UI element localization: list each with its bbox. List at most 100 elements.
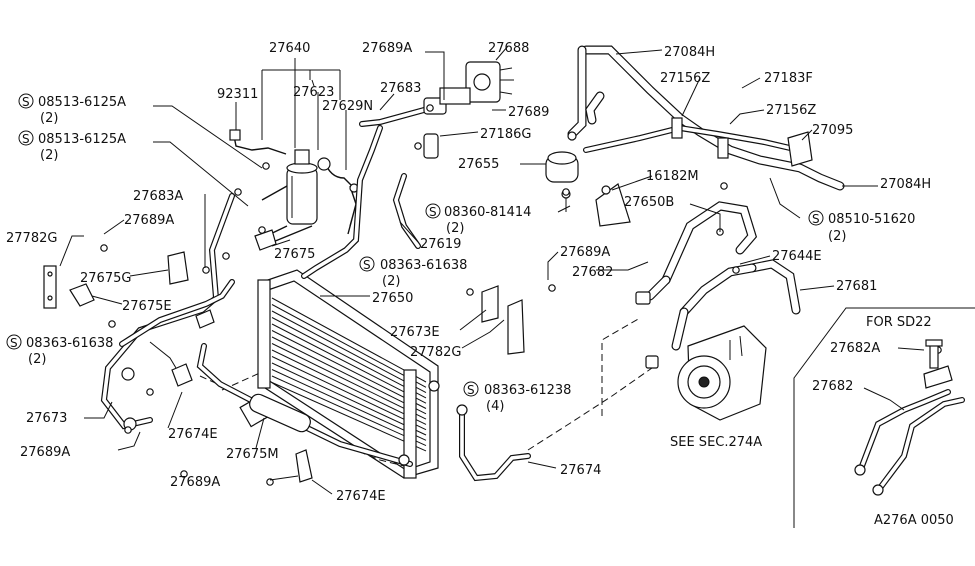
condenser-fin [271,330,427,409]
label-27674: 27674 [560,463,601,478]
screw-qty: (2) [28,352,46,367]
label-27156z-b: 27156Z [766,103,816,118]
screw-callout-1: S 08513-6125A (2) [18,93,126,126]
condenser-fin [271,343,427,420]
screw-code: 08513-6125A [38,95,126,110]
label-27186g: 27186G [480,127,531,142]
label-27782g-left: 27782G [6,231,57,246]
bolt-icon [108,320,116,328]
screw-symbol: S [812,212,820,226]
label-27689a-top: 27689A [362,41,412,56]
label-27644e: 27644E [772,249,822,264]
heater-hose [567,45,845,191]
bolt-icon [466,288,474,296]
condenser-fin [271,317,427,399]
bolts [100,104,942,486]
label-27640: 27640 [269,41,310,56]
bolt-icon [100,244,108,252]
label-27675g: 27675G [80,271,131,286]
condenser-fin [271,349,427,425]
label-27675: 27675 [274,247,315,262]
bolt-icon [548,284,556,292]
label-27095: 27095 [812,123,853,138]
discharge-tube [301,97,447,279]
part-labels: 27640 92311 27623 27629N 27689A 27688 27… [6,41,954,528]
label-27782g-mid: 27782G [410,345,461,360]
label-27682-inset: 27682 [812,379,853,394]
bolt-icon [562,188,570,196]
screw-callout-5: S 08363-61638 (2) [359,256,467,289]
label-27682a-inset: 27682A [830,341,880,356]
liquid-tube [100,193,235,431]
label-27674e-bot: 27674E [336,489,386,504]
screw-qty: (2) [40,111,58,126]
label-27623: 27623 [293,85,334,100]
label-27156z-a: 27156Z [660,71,710,86]
label-27084h-top: 27084H [664,45,715,60]
screw-callout-6: S 08363-61638 (2) [6,334,113,367]
inset-sd22 [793,307,975,528]
screw-symbol: S [467,383,475,397]
screw-callouts: S 08513-6125A (2) S 08513-6125A (2) S 08… [6,93,915,414]
bolt-icon [266,478,274,486]
screw-qty: (2) [446,221,464,236]
screw-code: 08363-61638 [380,258,467,273]
label-27689a-bot2: 27689A [170,475,220,490]
screw-qty: (2) [828,229,846,244]
suction-hose [635,201,801,369]
label-27673e: 27673E [390,325,440,340]
label-27683: 27683 [380,81,421,96]
bolt-icon [720,182,728,190]
bolt-icon [124,426,132,434]
screw-code: 08363-61238 [484,383,571,398]
inset-title: FOR SD22 [866,315,932,330]
screw-symbol: S [22,132,30,146]
compressor [677,325,767,421]
screw-callout-3: S 08360-81414 (2) [425,203,531,236]
screw-code: 08513-6125A [38,132,126,147]
label-27689a-left: 27689A [124,213,174,228]
label-27689a-mid: 27689A [560,245,610,260]
label-27681: 27681 [836,279,877,294]
screw-callout-2: S 08513-6125A (2) [18,130,126,163]
condenser-fin [271,362,427,436]
receiver-drier [254,149,318,251]
bolt-icon [258,226,266,234]
screw-qty: (2) [40,148,58,163]
condenser-fin [271,304,427,388]
screw-code: 08363-61638 [26,336,113,351]
label-27655: 27655 [458,157,499,172]
screw-code: 08510-51620 [828,212,915,227]
condenser-fin [271,297,427,383]
label-27682: 27682 [572,265,613,280]
label-27689a-bottom: 27689A [20,445,70,460]
label-27675m: 27675M [226,447,279,462]
bolt-icon [426,104,434,112]
label-27619: 27619 [420,237,461,252]
label-27674e-left: 27674E [168,427,218,442]
see-section-ref: SEE SEC.274A [670,435,762,450]
bolt-icon [146,388,154,396]
bolt-icon [202,266,210,274]
screw-symbol: S [10,336,18,350]
bolt-icon [234,188,242,196]
condenser-fin [271,369,427,441]
screw-symbol: S [363,258,371,272]
screw-callout-4: S 08510-51620 (2) [808,210,915,244]
label-27084h-right: 27084H [880,177,931,192]
screw-callout-7: S 08363-61238 (4) [463,381,571,414]
screw-symbol: S [22,95,30,109]
label-27688: 27688 [488,41,529,56]
condenser-fin [271,382,427,452]
condenser-fin [271,375,427,447]
label-27689: 27689 [508,105,549,120]
screw-symbol: S [429,205,437,219]
bolt-icon [180,470,188,478]
label-92311: 92311 [217,87,258,102]
condenser-fin [271,336,427,415]
label-27675e: 27675E [122,299,172,314]
brackets [43,251,953,483]
bolt-icon [222,252,230,260]
